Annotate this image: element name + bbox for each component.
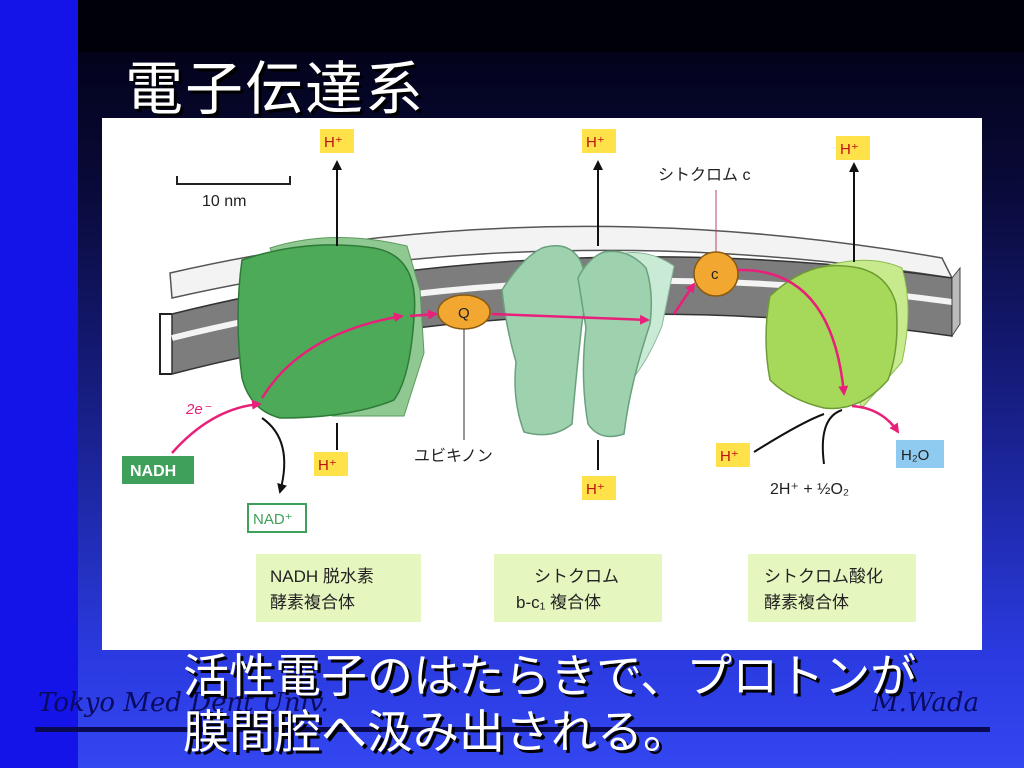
proton-label-1: H⁺ [324, 134, 343, 151]
oxygen-reaction-label: 2H⁺ + ½O₂ [770, 481, 849, 498]
slide-caption: 活性電子のはたらきで、プロトンが 膜間腔へ汲み出される。 [183, 648, 916, 760]
proton-box-2 [582, 129, 616, 153]
top-accent-band [78, 0, 1024, 52]
proton-in-arrow-complex4 [753, 413, 825, 453]
complex1-body [237, 244, 416, 419]
scale-bar-label: 10 nm [202, 193, 246, 210]
electron-path-complex4 [737, 268, 849, 396]
diagram-panel: 10 nm Q c 2e⁻ H⁺ H⁺ H⁺ H⁺ H⁺ [102, 118, 982, 650]
electron-path-q-to-complex3 [491, 312, 650, 325]
electron-path-to-cyt-c [672, 282, 696, 315]
proton-box-5 [582, 476, 616, 500]
complex3-label-line2: 酵素複合体 [764, 593, 849, 612]
nadh-label: NADH [130, 463, 176, 480]
footer-author: M.Wada [872, 688, 979, 718]
complex3-left [501, 245, 587, 436]
complex2-label-line1: シトクロム [534, 567, 619, 586]
electron-path-complex1 [260, 312, 404, 399]
ubiquinone-letter: Q [458, 305, 470, 322]
caption-line-1: 活性電子のはたらきで、プロトンが [183, 649, 917, 703]
scale-bar [176, 176, 291, 185]
footer-institution: Tokyo Med Dent Univ. [38, 688, 329, 718]
complex1-label-line1: NADH 脱水素 [270, 567, 374, 586]
complex1-label-line2: 酵素複合体 [270, 593, 355, 612]
caption-line-2: 膜間腔へ汲み出される。 [183, 705, 689, 759]
cytochrome-c-letter: c [711, 266, 719, 283]
proton-box-6 [716, 443, 750, 467]
nadh-to-nad-arrow [261, 417, 287, 494]
complex1-label-box [256, 554, 421, 622]
ubiquinone-label: ユビキノン [414, 447, 493, 465]
complex3-right [577, 250, 653, 438]
electron-path-to-q [409, 309, 438, 320]
slide-title: 電子伝達系 [125, 55, 426, 123]
proton-label-6: H⁺ [720, 448, 739, 465]
proton-label-2: H⁺ [586, 134, 605, 151]
proton-label-4: H⁺ [318, 457, 337, 474]
electron-transport-diagram: 10 nm Q c 2e⁻ H⁺ H⁺ H⁺ H⁺ H⁺ [122, 129, 961, 622]
membrane-side-face [951, 266, 961, 338]
electron-path-nadh [171, 399, 262, 454]
complex3-label-line1: シトクロム酸化 [764, 567, 883, 586]
proton-box-1 [320, 129, 354, 153]
footer-divider [35, 727, 990, 732]
complex3-label-box [748, 554, 916, 622]
nad-plus-label: NAD⁺ [253, 511, 293, 528]
proton-box-4 [314, 452, 348, 476]
proton-label-5: H⁺ [586, 481, 605, 498]
oxygen-in-arrow-complex4 [821, 409, 843, 465]
complex2-label-box [494, 554, 662, 622]
water-label: H₂O [901, 447, 929, 464]
nadh-box [122, 456, 194, 484]
proton-box-3 [836, 136, 870, 160]
proton-label-3: H⁺ [840, 141, 859, 158]
water-box [896, 440, 944, 468]
electron-label: 2e⁻ [185, 401, 212, 418]
complex2-label-line2: b-c₁ 複合体 [516, 593, 601, 612]
electron-path-to-water [851, 404, 900, 434]
cytochrome-c-label: シトクロム c [658, 166, 750, 184]
nad-plus-box [247, 503, 307, 533]
membrane-bracket [159, 313, 172, 375]
left-accent-band [0, 0, 78, 768]
